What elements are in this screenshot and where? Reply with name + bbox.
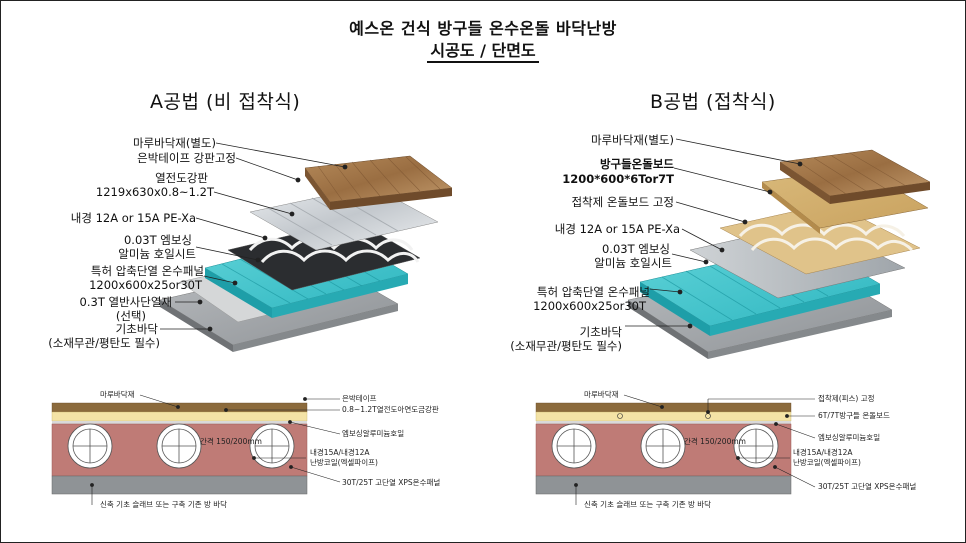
method-a-heading: A공법 (비 접착식) — [150, 91, 301, 113]
method-a-illustration — [159, 142, 453, 352]
method-b-label-board-size: 1200*600*6Tor7T — [562, 172, 674, 186]
section-a-foil-label: 엠보싱알루미늄호일 — [342, 429, 405, 438]
method-b-label-pipe: 내경 12A or 15A PE-Xa — [554, 222, 680, 236]
section-a-tape-label: 은박테이프 — [342, 394, 377, 403]
method-b-label-floor: 마루바닥재(별도) — [590, 133, 674, 147]
page-title: 예스온 건식 방구들 온수온돌 바닥난방 — [349, 19, 617, 38]
method-b-illustration — [625, 138, 931, 359]
method-b-label-panel-size: 1200x600x25or30T — [533, 299, 646, 313]
method-b-label-panel: 특허 압축단열 온수패널 — [536, 285, 650, 299]
section-a-spacing-label: 간격 150/200mm — [200, 437, 262, 446]
method-a-label-optional: (선택) — [115, 309, 146, 323]
method-b-label-foil: 0.03T 엠보싱 — [601, 242, 670, 256]
section-b-foil-label: 엠보싱알루미늄호일 — [818, 433, 881, 442]
method-a-label-panel: 특허 압축단열 온수패널 — [90, 264, 204, 278]
method-a-label-plate-size: 1219x630x0.8~1.2T — [95, 185, 214, 199]
method-a-label-reflective: 0.3T 열반사단열재 — [79, 295, 172, 309]
method-b-label-foil-2: 알미늄 호일시트 — [594, 256, 672, 270]
page-subtitle: 시공도 / 단면도 — [0, 37, 966, 63]
section-b-panel-label: 30T/25T 고단열 XPS온수패널 — [818, 482, 917, 491]
section-b-glue-label: 접착제(피스) 고정 — [818, 394, 875, 403]
method-b-label-base: 기초바닥 — [579, 325, 622, 339]
section-b-spacing-label: 간격 150/200mm — [684, 437, 746, 446]
section-a-diagram — [51, 394, 341, 505]
method-b-label-base-note: (소재무관/평탄도 필수) — [510, 339, 622, 353]
section-b-board-label: 6T/7T방구들 온돌보드 — [818, 411, 890, 420]
section-a-pipe-label: 내경15A/내경12A — [310, 448, 370, 457]
section-b-floor-label: 마루바닥재 — [584, 390, 619, 399]
method-a-label-floor: 마루바닥재(별도) — [132, 136, 216, 150]
method-a-label-pipe: 내경 12A or 15A PE-Xa — [70, 211, 196, 225]
method-b-label-glue: 접착제 온돌보드 고정 — [571, 195, 674, 209]
section-b-coil-label: 난방코일(엑셀파이프) — [793, 458, 861, 467]
method-a-label-base-note: (소재무관/평탄도 필수) — [48, 336, 160, 350]
method-a-label-tape: 은박테이프 강판고정 — [137, 151, 236, 165]
method-a-label-plate: 열전도강판 — [155, 171, 208, 185]
method-a-label-foil: 0.03T 엠보싱 — [123, 233, 192, 247]
section-a-plate-label: 0.8~1.2T열전도아연도금강판 — [342, 405, 439, 414]
section-a-floor-label: 마루바닥재 — [100, 390, 135, 399]
section-b-pipe-label: 내경15A/내경12A — [793, 448, 853, 457]
section-b-base-label: 신축 기초 슬래브 또는 구축 기존 방 바닥 — [584, 500, 712, 509]
method-a-heating-pipe — [248, 237, 414, 252]
method-b-heading: B공법 (접착식) — [650, 91, 776, 113]
method-a-label-foil-2: 알미늄 호일시트 — [118, 247, 196, 261]
method-a-label-panel-size: 1200x600x25or30T — [89, 278, 202, 292]
section-a-coil-label: 난방코일(엑셀파이프) — [310, 458, 378, 467]
page-subtitle-text: 시공도 / 단면도 — [427, 41, 539, 63]
section-a-base-label: 신축 기초 슬래브 또는 구축 기존 방 바닥 — [100, 500, 228, 509]
method-b-label-board: 방구들온돌보드 — [599, 157, 674, 171]
section-a-panel-label: 30T/25T 고단열 XPS온수패널 — [342, 478, 441, 487]
section-b-diagram — [535, 394, 816, 505]
method-b-heating-pipe — [738, 223, 906, 238]
method-a-label-base: 기초바닥 — [115, 322, 158, 336]
